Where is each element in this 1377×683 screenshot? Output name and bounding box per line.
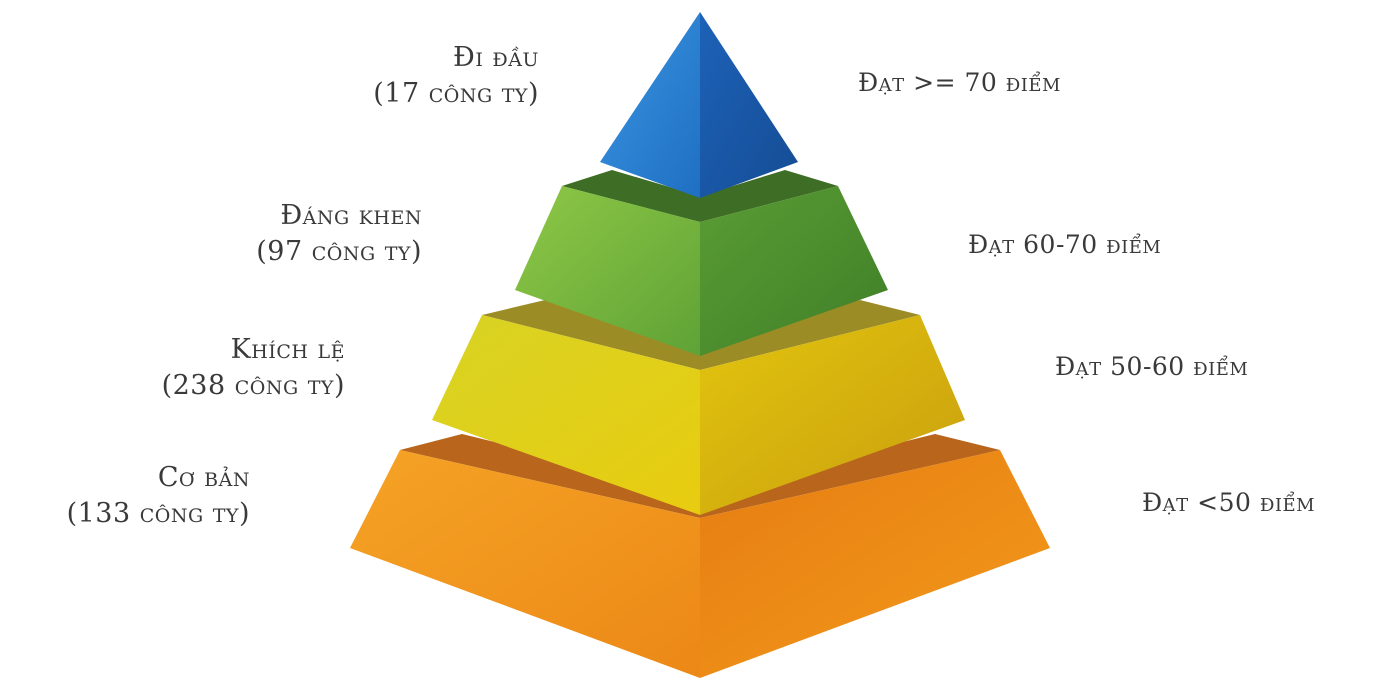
tier-1-right-face <box>700 12 798 198</box>
tier-3-ledge <box>482 300 920 370</box>
tier-4-right-face <box>700 450 1050 678</box>
tier-1-count: (17 công ty) <box>373 77 539 109</box>
tier-3-name: Khích lệ <box>230 334 345 365</box>
tier-2-label: Đáng khen (97 công ty) <box>256 198 422 269</box>
tier-1-criterion: Đạt >= 70 điểm <box>858 68 1061 97</box>
tier-4-name: Cơ bản <box>157 462 250 493</box>
tier-3-right-face <box>700 315 965 515</box>
tier-2-count: (97 công ty) <box>256 235 422 267</box>
tier-1-top-blue <box>600 12 798 198</box>
tier-4-label: Cơ bản (133 công ty) <box>67 460 250 531</box>
tier-1-name: Đi đầu <box>453 42 539 73</box>
tier-3-yellow <box>432 300 965 515</box>
tier-3-label: Khích lệ (238 công ty) <box>162 332 345 403</box>
tier-4-left-face <box>350 450 700 678</box>
tier-2-name: Đáng khen <box>280 200 422 231</box>
tier-3-count: (238 công ty) <box>161 369 345 401</box>
tier-2-criterion: Đạt 60-70 điểm <box>968 230 1162 259</box>
tier-3-criterion: Đạt 50-60 điểm <box>1055 352 1249 381</box>
tier-1-label: Đi đầu (17 công ty) <box>373 40 539 111</box>
tier-2-left-face <box>515 186 700 356</box>
tier-4-count: (133 công ty) <box>66 497 250 529</box>
tier-2-right-face <box>700 186 888 356</box>
tier-1-left-face <box>600 12 700 198</box>
tier-3-left-face <box>432 315 700 515</box>
tier-4-criterion: Đạt <50 điểm <box>1142 488 1316 517</box>
